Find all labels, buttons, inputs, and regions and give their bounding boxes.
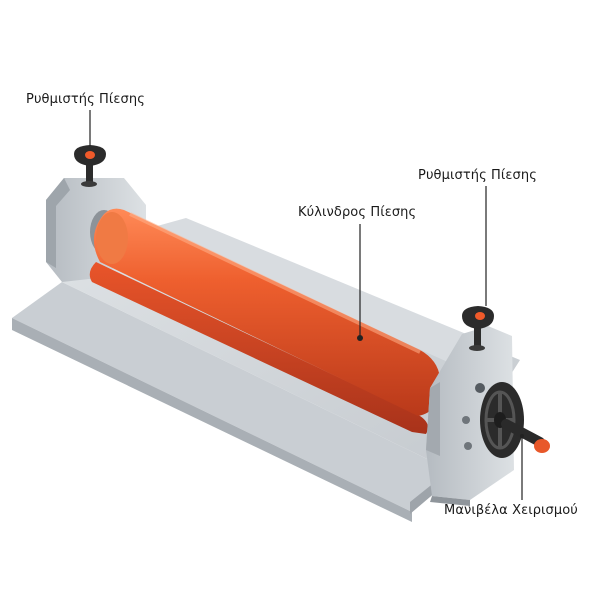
rear-plate [150,218,505,372]
leader-lines [89,110,523,500]
pressure-roller [93,208,441,416]
pressure-knob-icon [462,306,494,351]
pressure-adjuster-right-label: Ρυθμιστής Πίεσης [418,168,537,183]
crank-pointer-dot [520,434,524,438]
right-side-bracket [426,326,514,506]
pressure-adjuster-left-label: Ρυθμιστής Πίεσης [26,92,145,107]
roller-pointer-dot [357,335,363,341]
pressure-roller-label: Κύλινδρος Πίεσης [298,205,417,220]
hand-crank-label: Μανιβέλα Χειρισμού [444,503,578,518]
pressure-knob-icon [74,145,106,187]
lower-roller [89,262,428,434]
hand-wheel-icon [480,382,550,458]
